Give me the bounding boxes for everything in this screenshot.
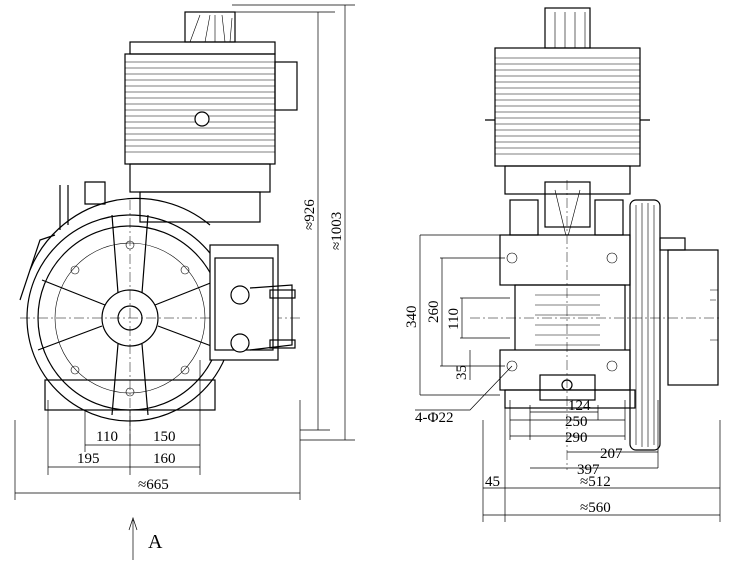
dim-290: 290 (565, 430, 588, 446)
side-body (470, 180, 720, 470)
dim-207: 207 (600, 446, 623, 462)
dim-height-1003: ≈1003 (329, 212, 345, 250)
dim-160: 160 (153, 451, 176, 467)
dim-250: 250 (565, 414, 588, 430)
view-label-a: A (148, 531, 163, 553)
dim-height-926: ≈926 (302, 199, 318, 230)
side-dimensions: 340 260 110 35 4-Φ22 124 250 290 207 397… (404, 234, 721, 522)
dim-45: 45 (485, 474, 500, 490)
brake-unit (209, 244, 296, 361)
motor-finned-housing (124, 53, 298, 223)
motor-top-fixture (129, 11, 276, 55)
view-arrow-a: A (128, 516, 163, 560)
side-motor (485, 7, 650, 241)
side-view: 340 260 110 35 4-Φ22 124 250 290 207 397… (404, 7, 721, 522)
dim-35: 35 (454, 365, 470, 380)
dim-260: 260 (426, 301, 442, 324)
dim-overall-width: ≈665 (138, 477, 169, 493)
dim-340: 340 (404, 306, 420, 329)
side-pulley (629, 199, 719, 451)
holes-4-phi22: 4-Φ22 (415, 410, 453, 426)
dim-560: ≈560 (580, 500, 611, 516)
dim-195: 195 (77, 451, 100, 467)
dim-110-side: 110 (446, 308, 462, 330)
dim-397: 397 (577, 462, 600, 478)
front-view: 110 150 195 160 ≈665 ≈926 ≈1003 A (14, 4, 355, 560)
dim-512: ≈512 (580, 474, 611, 490)
dim-110: 110 (96, 429, 118, 445)
dim-150: 150 (153, 429, 176, 445)
dim-124: 124 (568, 398, 591, 414)
front-dimensions: 110 150 195 160 ≈665 ≈926 ≈1003 (14, 4, 355, 500)
